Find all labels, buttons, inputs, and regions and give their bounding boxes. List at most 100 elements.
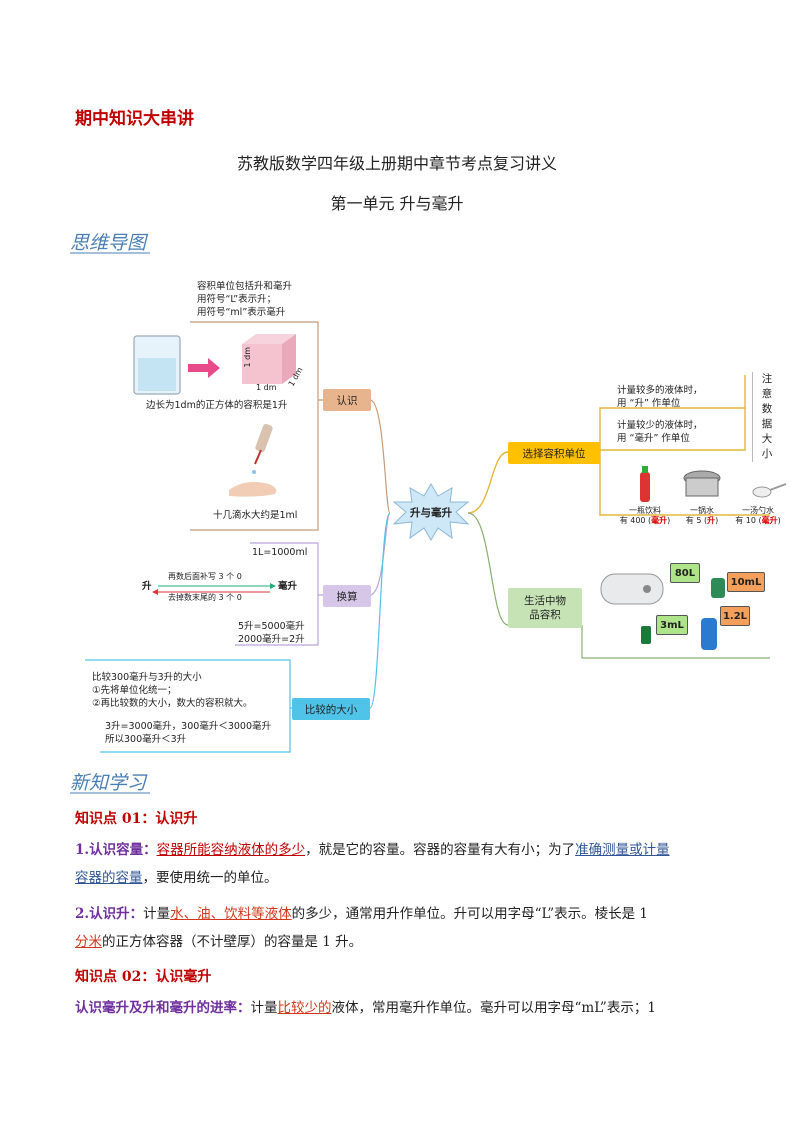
kp2-p1-t1: 计量 [251, 1000, 278, 1016]
choose-text: 用 “毫升” 作单位 [617, 433, 703, 446]
choose-line1: 计量较多的液体时， 用 “升” 作单位 [617, 385, 703, 411]
heading-underline [70, 792, 150, 794]
small-bottle-icon [711, 578, 725, 598]
section-new-knowledge-heading: 新知学习 [70, 768, 146, 795]
item-unit: 毫升 [762, 516, 778, 525]
item-amount: 有 400 ( [620, 516, 651, 525]
kp2-p1-head: 认识毫升及升和毫升的进率： [75, 1000, 251, 1016]
node-compare: 比较的大小 [292, 698, 370, 720]
kp1-p2-t3: 的正方体容器（不计壁厚）的容量是 1 升。 [102, 934, 362, 950]
item-amount: 有 5 ( [686, 516, 707, 525]
document-title: 苏教版数学四年级上册期中章节考点复习讲义 [0, 150, 794, 174]
drops-caption: 十几滴水大约是1ml [213, 510, 297, 523]
kp1-p1-head: 1.认识容量： [75, 842, 157, 858]
conv-arrows [152, 583, 276, 595]
cmp-example-line: 3升=3000毫升，300毫升＜3000毫升 [105, 721, 271, 734]
node-center: 升与毫升 [400, 500, 462, 524]
note-char: 注 [753, 372, 781, 387]
conv-right-unit: 毫升 [278, 581, 297, 594]
conv-equation: 1L=1000ml [252, 547, 307, 560]
kp1-paragraph1: 1.认识容量：容器所能容纳液体的多少，就是它的容量。容器的容量有大有小；为了准确… [75, 836, 725, 892]
conv-top-arrow-label: 再数后面补写 3 个 0 [168, 572, 242, 582]
beaker-water [138, 358, 176, 391]
kp2-p1-t2: 液体，常用毫升作单位。毫升可以用字母“mL”表示；1 [332, 1000, 656, 1016]
cmp-example-line: 所以300毫升＜3升 [105, 734, 271, 747]
kp1-p2-u2: 分米 [75, 934, 102, 950]
note-vertical: 注 意 数 据 大 小 [752, 372, 781, 462]
kp1-p1-u2: 准确测量或计量 [575, 842, 670, 858]
conv-left-unit: 升 [142, 581, 152, 594]
node-choose-unit: 选择容积单位 [508, 442, 600, 464]
rec-note-line: 用符号“ml”表示毫升 [197, 307, 292, 320]
badge-3ml: 3mL [656, 615, 688, 635]
conv-examples: 5升=5000毫升 2000毫升=2升 [238, 621, 305, 647]
kp1-p2-head: 2.认识升： [75, 906, 143, 922]
rec-note-line: 容积单位包括升和毫升 [197, 281, 292, 294]
arrow-right-icon [270, 583, 276, 589]
kp1-p2-u1: 水、油、饮料等液体 [170, 906, 292, 922]
cmp-line: 比较300毫升与3升的大小 [92, 672, 253, 685]
node-recognize: 认识 [323, 389, 371, 411]
rec-note: 容积单位包括升和毫升 用符号“L”表示升； 用符号“ml”表示毫升 [197, 281, 292, 319]
kp1-p1-t1: ，就是它的容量。容器的容量有大有小；为了 [305, 842, 575, 858]
cmp-example: 3升=3000毫升，300毫升＜3000毫升 所以300毫升＜3升 [105, 721, 271, 747]
item-amount: 有 10 ( [735, 516, 761, 525]
arrow-right-icon [188, 358, 220, 378]
badge-10ml: 10mL [727, 572, 765, 592]
kp1-p1-u1: 容器所能容纳液体的多少 [157, 842, 306, 858]
choose-text: 计量较多的液体时， [617, 385, 703, 398]
choose-item: 一瓶饮料 有 400 (毫升) [615, 506, 675, 527]
choose-text: 计量较少的液体时， [617, 420, 703, 433]
conv-example: 5升=5000毫升 [238, 621, 305, 634]
rec-note-line: 用符号“L”表示升； [197, 294, 292, 307]
kp1-p1-t2: ，要使用统一的单位。 [143, 870, 278, 886]
choose-line2: 计量较少的液体时， 用 “毫升” 作单位 [617, 420, 703, 446]
kp2-paragraph1: 认识毫升及升和毫升的进率：计量比较少的液体，常用毫升作单位。毫升可以用字母“mL… [75, 994, 735, 1022]
life-label: 生活中物 [524, 594, 566, 608]
kp1-p2-t2: 的多少，通常用升作单位。升可以用字母“L”表示。棱长是 1 [292, 906, 648, 922]
choose-item: 一锅水 有 5 (升) [672, 506, 732, 527]
kp1-p2-t1: 计量 [143, 906, 170, 922]
kp2-title: 知识点 02：认识毫升 [75, 966, 211, 986]
item-name: 一锅水 [672, 506, 732, 516]
unit-title: 第一单元 升与毫升 [0, 190, 794, 214]
spoon-icon [753, 487, 771, 497]
kp2-p1-u1: 比较少的 [278, 1000, 332, 1016]
kp1-p1-u3: 容器的容量 [75, 870, 143, 886]
hand-icon [229, 482, 276, 497]
water-heater-icon [601, 574, 663, 604]
conv-example: 2000毫升=2升 [238, 634, 305, 647]
cmp-line: ②再比较数的大小，数大的容积就大。 [92, 698, 253, 711]
node-life-volume: 生活中物 品容积 [508, 588, 582, 628]
heading-underline [70, 252, 150, 254]
thermos-icon [701, 618, 717, 650]
bottle-icon [640, 472, 650, 502]
note-char: 据 [753, 417, 781, 432]
choose-text: 用 “升” 作单位 [617, 398, 703, 411]
item-close: ) [778, 516, 781, 525]
item-close: ) [715, 516, 718, 525]
drop-icon [252, 470, 256, 474]
note-char: 小 [753, 447, 781, 462]
note-char: 数 [753, 402, 781, 417]
cmp-lines: 比较300毫升与3升的大小 ①先将单位化统一； ②再比较数的大小，数大的容积就大… [92, 672, 253, 710]
item-close: ) [667, 516, 670, 525]
dropper-hand-illustration [225, 420, 295, 500]
kp1-paragraph2: 2.认识升：计量水、油、饮料等液体的多少，通常用升作单位。升可以用字母“L”表示… [75, 900, 735, 956]
life-label: 品容积 [529, 608, 561, 622]
item-name: 一汤勺水 [728, 506, 788, 516]
arrow-left-icon [152, 589, 158, 595]
cube-caption: 边长为1dm的正方体的容积是1升 [146, 400, 287, 413]
cube-dim: 1 dm [243, 347, 253, 368]
note-char: 意 [753, 387, 781, 402]
cmp-line: ①先将单位化统一； [92, 685, 253, 698]
cube-dim: 1 dm [256, 383, 277, 393]
note-char: 大 [753, 432, 781, 447]
node-conversion: 换算 [323, 585, 371, 607]
section-mindmap-heading: 思维导图 [70, 228, 146, 255]
header-tag: 期中知识大串讲 [75, 104, 194, 129]
badge-80l: 80L [670, 563, 700, 583]
tiny-bottle-icon [641, 626, 651, 644]
item-unit: 毫升 [651, 516, 667, 525]
beaker-cube-illustration [130, 330, 310, 402]
